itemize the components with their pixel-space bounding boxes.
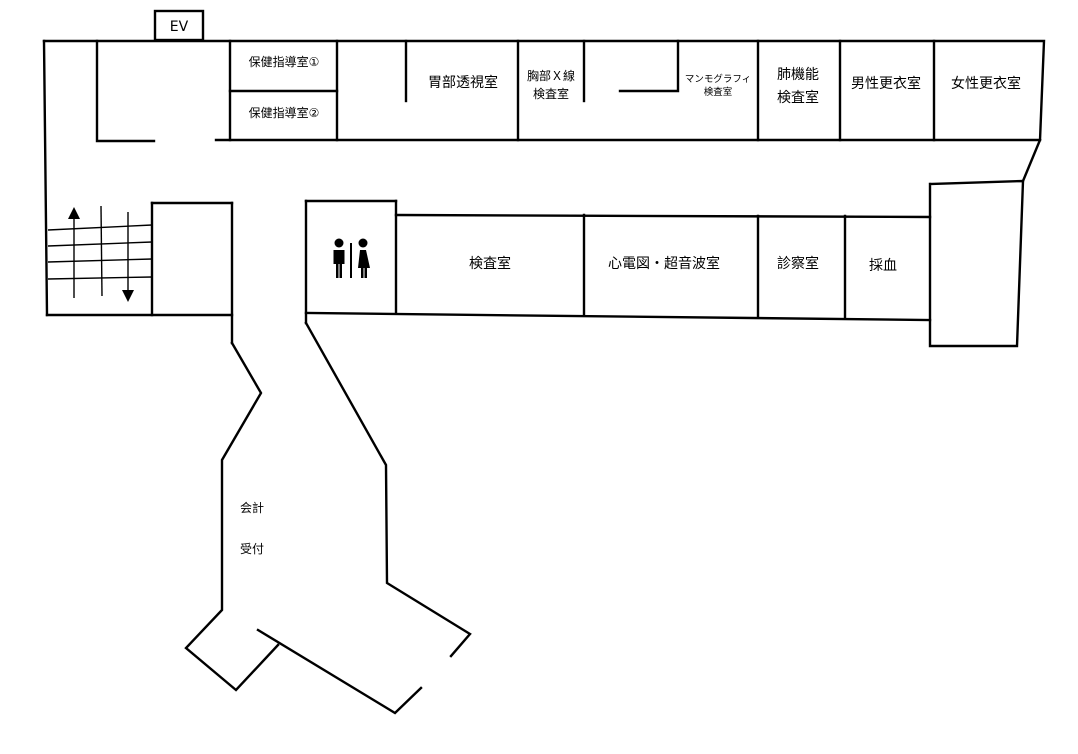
room-blood-collection: 採血 xyxy=(869,258,897,274)
room-health-guidance-2: 保健指導室② xyxy=(249,105,320,120)
room-lung-function-line1: 肺機能 xyxy=(777,67,819,83)
reception: 会計 受付 xyxy=(240,500,264,556)
room-lung-function-line2: 検査室 xyxy=(777,89,819,106)
reception-accounting: 会計 xyxy=(240,500,264,515)
elevator[interactable]: EV xyxy=(153,9,205,42)
arrow-down-icon xyxy=(122,212,134,302)
room-consultation: 診察室 xyxy=(777,255,819,272)
room-chest-xray-line1: 胸部Ｘ線 xyxy=(527,68,575,83)
top-row-labels: 保健指導室① 保健指導室② 胃部透視室 胸部Ｘ線 検査室 マンモグラフィ 検査室… xyxy=(249,54,1021,120)
middle-row-walls xyxy=(304,138,1042,348)
reception-desk: 受付 xyxy=(240,542,264,556)
room-examination: 検査室 xyxy=(469,255,511,272)
room-stomach-fluoroscopy: 胃部透視室 xyxy=(428,74,498,91)
lower-corridor-walls xyxy=(184,321,472,715)
elevator-label: EV xyxy=(170,19,189,35)
stairs xyxy=(47,205,153,302)
room-male-changing: 男性更衣室 xyxy=(851,75,921,92)
arrow-up-icon xyxy=(68,207,80,298)
middle-row-labels: 検査室 心電図・超音波室 診察室 採血 xyxy=(469,255,897,274)
room-chest-xray-line2: 検査室 xyxy=(533,86,569,101)
restroom-icon xyxy=(333,238,370,278)
top-row-partitions xyxy=(228,39,936,142)
room-ecg-ultrasound: 心電図・超音波室 xyxy=(608,255,720,272)
room-female-changing: 女性更衣室 xyxy=(951,75,1021,92)
room-mammography-line2: 検査室 xyxy=(704,86,733,98)
outer-walls xyxy=(42,39,1046,345)
room-health-guidance-1: 保健指導室① xyxy=(249,54,320,69)
room-mammography-line1: マンモグラフィ xyxy=(685,73,751,85)
